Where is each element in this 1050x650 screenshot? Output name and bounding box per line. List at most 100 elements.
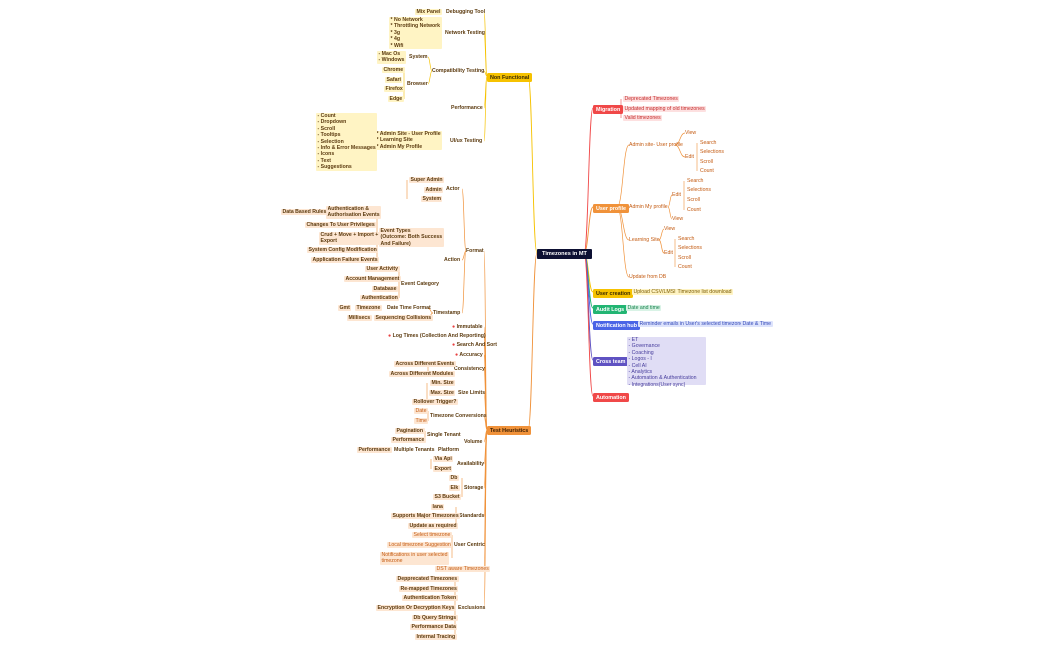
- cross-team-items-node[interactable]: - ET - Governance - Coaching - Logos - I…: [627, 337, 706, 388]
- non-functional-node[interactable]: Non Functional: [487, 73, 533, 83]
- root-node[interactable]: Timezones in MT: [537, 249, 592, 260]
- remapped-node[interactable]: Re-mapped Timezones: [399, 586, 459, 593]
- uiux-testing-node[interactable]: UI/ux Testing: [450, 138, 483, 144]
- supports-major-node[interactable]: Supports Major Timezones: [391, 513, 461, 520]
- upload-csv-node[interactable]: Upload CSV/LMSI: [632, 289, 678, 296]
- multiple-tenants-node[interactable]: Multiple Tenants: [394, 447, 435, 453]
- max-size-node[interactable]: Max. Size: [429, 390, 456, 397]
- system-items-node[interactable]: - Mac Os - Windows: [377, 51, 406, 64]
- user-activity-node[interactable]: User Activity: [365, 266, 400, 273]
- update-from-db-node[interactable]: Update from DB: [629, 274, 667, 280]
- admin-my-count-node[interactable]: Count: [687, 207, 701, 213]
- log-times-node[interactable]: ● Log Times (Collection And Reporting): [388, 333, 486, 339]
- action-node[interactable]: Action: [444, 257, 461, 263]
- deprecated-exclusion-node[interactable]: Depprecated Timezones: [396, 576, 459, 583]
- db-query-node[interactable]: Db Query Strings: [412, 615, 458, 622]
- min-size-node[interactable]: Min. Size: [430, 380, 456, 387]
- rollover-node[interactable]: Rollover Trigger?: [412, 399, 458, 406]
- across-modules-node[interactable]: Across Different Modules: [389, 371, 455, 378]
- actor-system-node[interactable]: System: [421, 196, 443, 203]
- millisecs-node[interactable]: Millisecs: [347, 315, 372, 322]
- admin-my-view-node[interactable]: View: [672, 216, 684, 222]
- edge-node[interactable]: Edge: [388, 96, 404, 103]
- search-sort-node[interactable]: ● Search And Sort: [452, 342, 498, 348]
- timezone-download-node[interactable]: Timezone list download: [676, 289, 734, 296]
- auth-events-node[interactable]: Authentication & Authorisation Events: [326, 206, 382, 219]
- dst-aware-node[interactable]: DST aware Timezones: [435, 566, 491, 573]
- reminder-emails-node[interactable]: Reminder emails in User's selected timez…: [638, 321, 748, 328]
- test-heuristics-node[interactable]: Test Heuristics: [487, 426, 532, 436]
- system-node[interactable]: System: [409, 54, 428, 60]
- format-node[interactable]: Format: [466, 248, 484, 254]
- performance-node[interactable]: Performance: [451, 105, 483, 111]
- across-events-node[interactable]: Across Different Events: [394, 361, 456, 368]
- learning-edit-node[interactable]: Edit: [664, 250, 673, 256]
- notif-date-time-node[interactable]: Date & Time: [741, 321, 773, 328]
- admin-my-search-node[interactable]: Search: [687, 178, 704, 184]
- migration-valid-node[interactable]: Valid timezones: [623, 115, 663, 122]
- via-api-node[interactable]: Via Api: [433, 456, 454, 463]
- admin-site-scroll-node[interactable]: Scroll: [700, 159, 713, 165]
- automation-node[interactable]: Automation: [593, 393, 629, 403]
- admin-my-edit-node[interactable]: Edit: [672, 192, 681, 198]
- notification-hub-node[interactable]: Notification hub: [593, 321, 641, 331]
- storage-node[interactable]: Storage: [464, 485, 484, 491]
- network-items-node[interactable]: * No Network * Throttling Network * 3g *…: [389, 17, 442, 50]
- audit-date-time-node[interactable]: Date and time: [626, 305, 662, 312]
- authentication-node[interactable]: Authentication: [360, 295, 400, 302]
- notifications-timezone-node[interactable]: Notifications in user selected timezone: [380, 552, 450, 565]
- app-failure-node[interactable]: Application Failure Events: [311, 257, 380, 264]
- consistency-node[interactable]: Consistency: [454, 366, 485, 372]
- event-types-node[interactable]: Event Types (Outcome: Both Success And F…: [379, 228, 444, 248]
- learning-selections-node[interactable]: Selections: [678, 245, 702, 251]
- uiux-items-node[interactable]: - Count - Dropdown - Scroll - Tooltips -…: [316, 113, 378, 171]
- firefox-node[interactable]: Firefox: [384, 86, 405, 93]
- changes-privileges-node[interactable]: Changes To User Privileges: [305, 222, 377, 229]
- user-creation-node[interactable]: User creation: [593, 289, 634, 299]
- date-time-format-node[interactable]: Date Time Format: [387, 305, 431, 311]
- admin-my-profile-node[interactable]: Admin My profile: [629, 204, 668, 210]
- admin-site-profile-node[interactable]: Admin site- User profile: [629, 142, 683, 148]
- export-node[interactable]: Export: [433, 466, 453, 473]
- cross-team-node[interactable]: Cross team: [593, 357, 629, 367]
- user-profile-node[interactable]: User profile: [593, 204, 629, 214]
- accuracy-node[interactable]: ● Accuracy: [455, 352, 483, 358]
- safari-node[interactable]: Safari: [385, 77, 403, 84]
- performance-multiple-node[interactable]: Performance: [357, 447, 392, 454]
- admin-site-selections-node[interactable]: Selections: [700, 149, 724, 155]
- migration-deprecated-node[interactable]: Deprecated Timezones: [623, 96, 680, 103]
- timezone-conversions-node[interactable]: Timezone Conversions: [430, 413, 487, 419]
- learning-scroll-node[interactable]: Scroll: [678, 255, 691, 261]
- exclusions-node[interactable]: Exclusions: [458, 605, 486, 611]
- migration-node[interactable]: Migration: [593, 105, 624, 115]
- encryption-node[interactable]: Encryption Or Decryption Keys: [376, 605, 456, 612]
- admin-node[interactable]: Admin: [424, 187, 444, 194]
- update-required-node[interactable]: Update as required: [408, 523, 458, 530]
- chrome-node[interactable]: Chrome: [382, 67, 405, 74]
- standards-node[interactable]: Standards: [459, 513, 485, 519]
- immutable-node[interactable]: ● Immutable: [452, 324, 483, 330]
- debugging-tool-node[interactable]: Debugging Tool: [446, 9, 486, 15]
- compatibility-testing-node[interactable]: Compatibility Testing: [432, 68, 485, 74]
- performance-single-node[interactable]: Performance: [391, 437, 426, 444]
- elk-node[interactable]: Elk: [449, 485, 460, 492]
- admin-my-scroll-node[interactable]: Scroll: [687, 197, 700, 203]
- uiux-sites-node[interactable]: * Admin Site - User Profile * Learning S…: [375, 131, 443, 151]
- internal-tracing-node[interactable]: Internal Tracing: [415, 634, 457, 641]
- size-limits-node[interactable]: Size Limits: [458, 390, 486, 396]
- performance-data-node[interactable]: Performance Data: [410, 624, 458, 631]
- data-based-rules-node[interactable]: Data Based Rules: [281, 209, 328, 216]
- pagination-node[interactable]: Pagination: [395, 428, 425, 435]
- network-testing-node[interactable]: Network Testing: [445, 30, 485, 36]
- mix-panel-node[interactable]: Mix Panel: [415, 9, 442, 16]
- admin-site-view-node[interactable]: View: [685, 130, 697, 136]
- db-node[interactable]: Db: [449, 475, 459, 482]
- browser-node[interactable]: Browser: [407, 81, 428, 87]
- user-centric-node[interactable]: User Centric: [454, 542, 485, 548]
- platform-node[interactable]: Platform: [438, 447, 460, 453]
- actor-node[interactable]: Actor: [446, 186, 460, 192]
- availability-node[interactable]: Availability: [457, 461, 485, 467]
- admin-my-selections-node[interactable]: Selections: [687, 187, 711, 193]
- s3-bucket-node[interactable]: S3 Bucket: [433, 494, 462, 501]
- crud-node[interactable]: Crud + Move + Import + Export: [319, 232, 380, 245]
